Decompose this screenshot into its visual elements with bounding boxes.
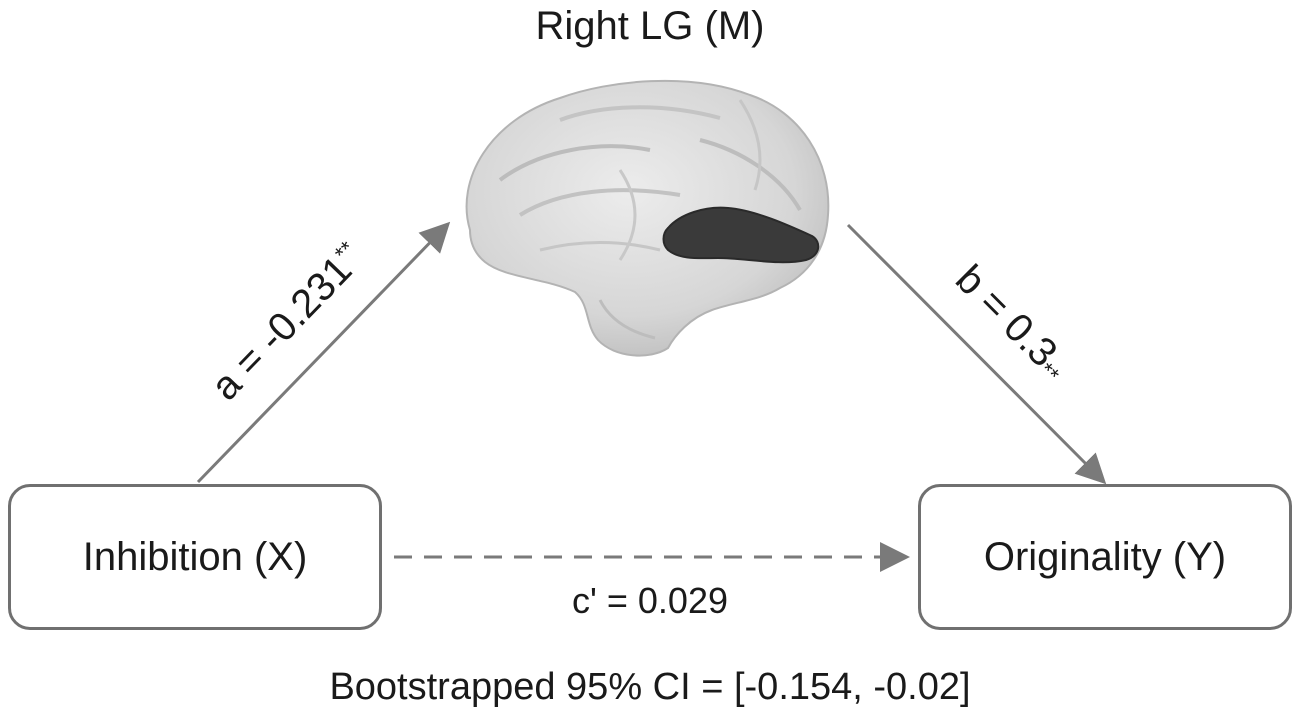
path-b-arrow [846,223,1107,485]
outcome-label: Originality (Y) [983,534,1227,579]
brain-illustration [465,79,830,357]
predictor-label: Inhibition (X) [82,534,308,579]
predictor-box: Inhibition (X) [8,484,382,630]
indirect-effect-ci: Bootstrapped 95% CI = [-0.154, -0.02] [329,666,971,708]
lingual-gyrus-region [662,206,820,264]
path-c-prime-label: c' = 0.029 [572,580,728,621]
mediator-label: Right LG (M) [535,4,765,48]
outcome-box: Originality (Y) [918,484,1292,630]
path-b-coefficient: b = 0.3** [912,257,1112,388]
path-a-coefficient: a = -0.231** [178,236,398,409]
path-a-arrow [196,221,451,484]
